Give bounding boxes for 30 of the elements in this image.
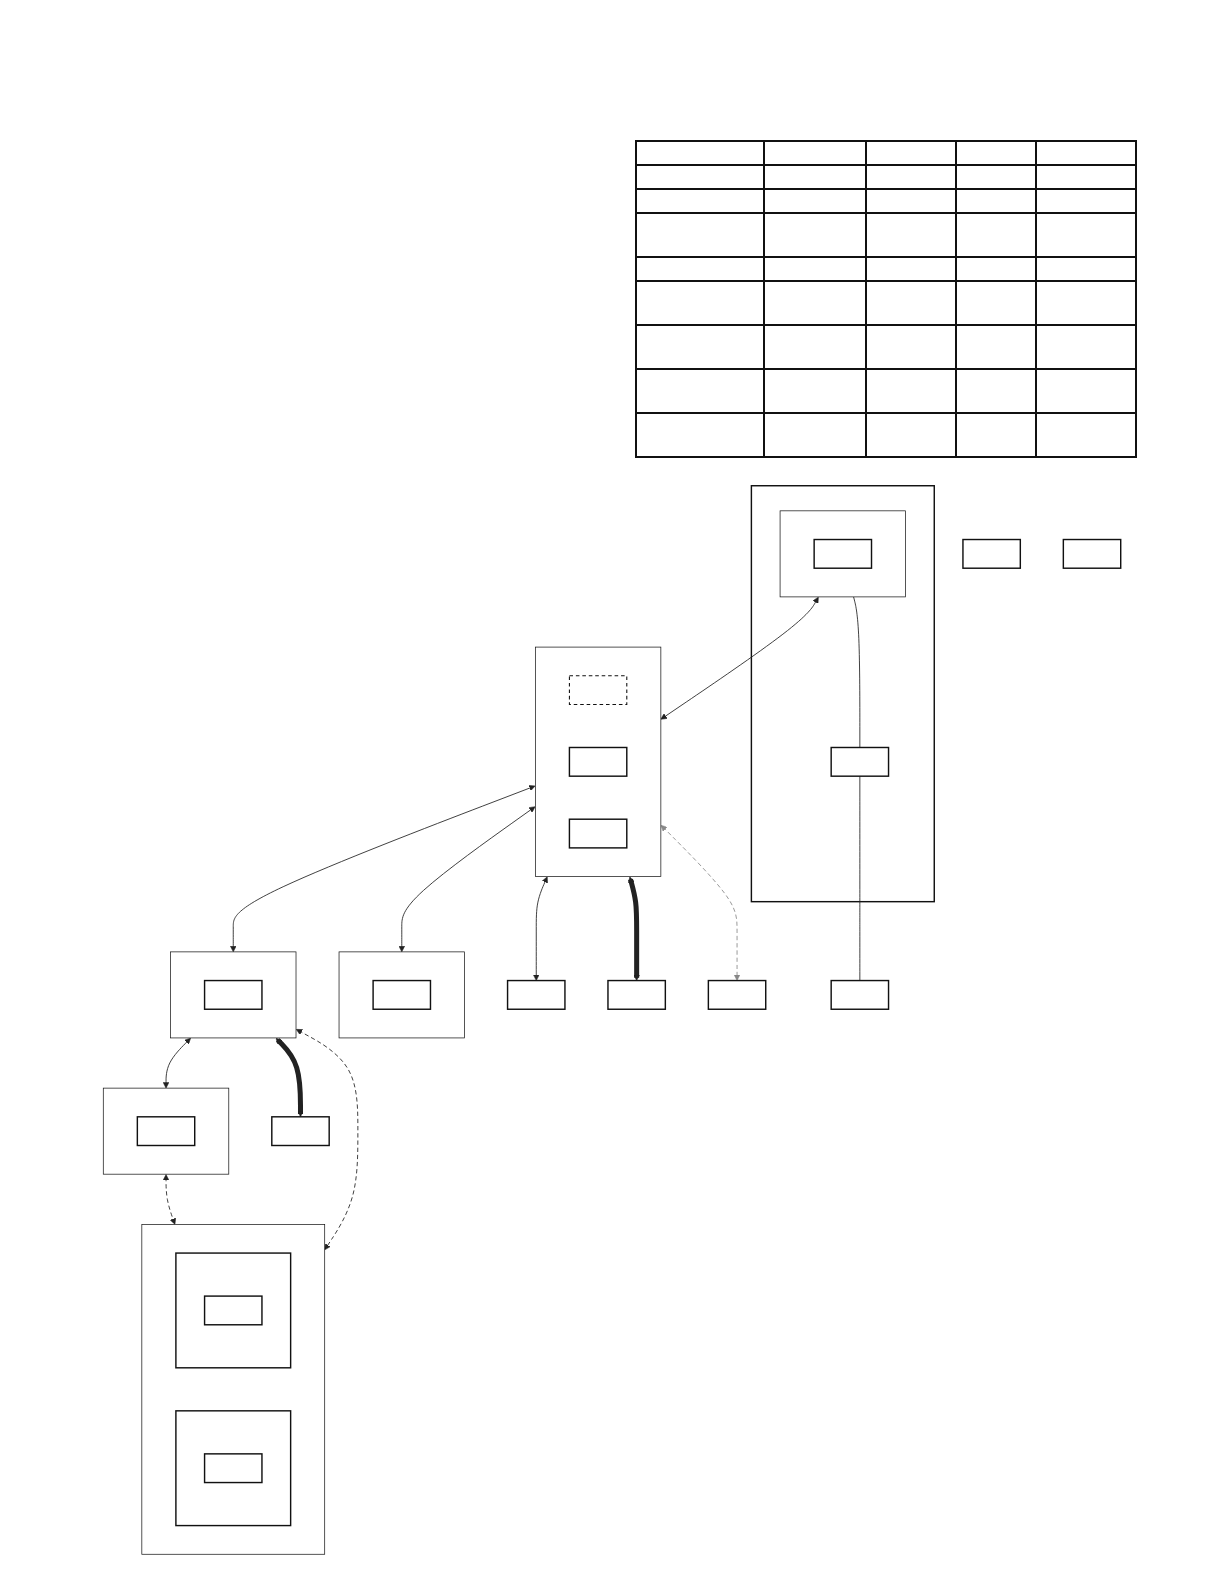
cluster <box>750 485 935 903</box>
node-box <box>962 538 1022 569</box>
cluster <box>175 1410 292 1527</box>
node-box <box>136 1116 196 1147</box>
cluster <box>338 951 465 1039</box>
node-box <box>568 818 628 849</box>
arrow <box>628 876 640 981</box>
cluster <box>779 510 906 598</box>
node-box <box>506 979 566 1010</box>
cluster <box>170 951 297 1039</box>
node-box <box>830 979 890 1010</box>
cluster <box>102 1087 230 1175</box>
node-box <box>830 746 890 777</box>
cluster <box>535 646 662 877</box>
node-box <box>203 979 263 1010</box>
cluster <box>141 1224 326 1555</box>
connector <box>853 596 861 748</box>
node-box <box>271 1116 330 1147</box>
node-box <box>568 746 628 777</box>
node-box <box>607 979 667 1010</box>
node-box <box>707 979 767 1010</box>
node-box <box>203 1295 263 1326</box>
node-box <box>203 1453 263 1484</box>
cluster <box>175 1252 292 1369</box>
arrow <box>275 1037 304 1118</box>
node-box <box>568 675 628 705</box>
node-box <box>813 538 873 569</box>
node-box <box>372 979 432 1010</box>
connector <box>859 775 861 981</box>
node-box <box>1062 538 1122 569</box>
